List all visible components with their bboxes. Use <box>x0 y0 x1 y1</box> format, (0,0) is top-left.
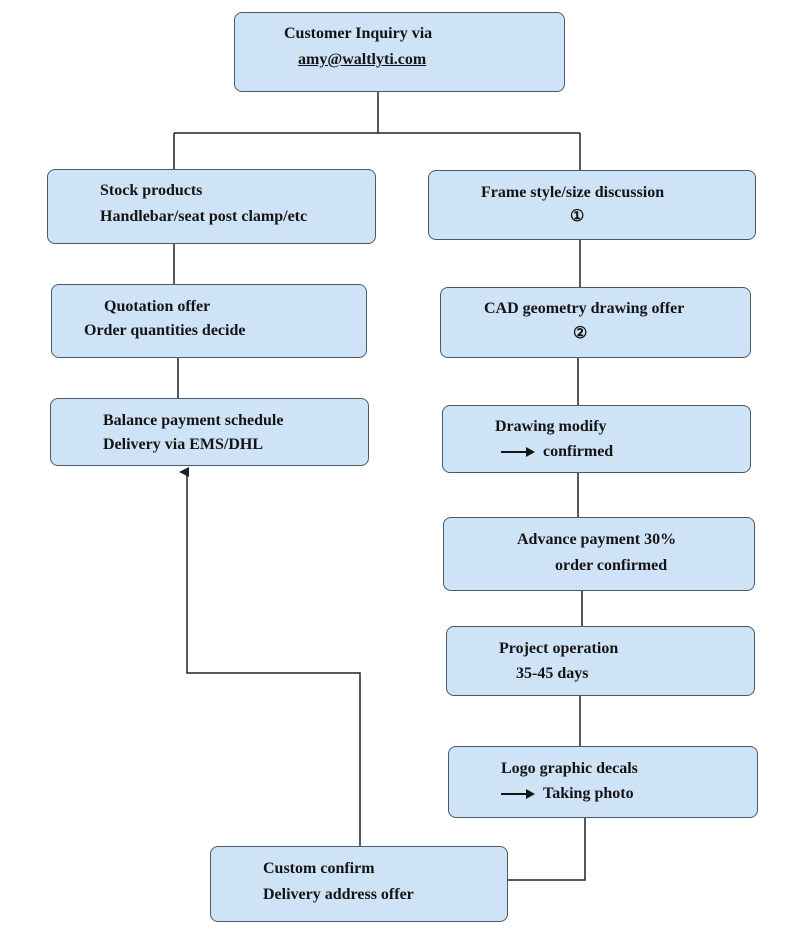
node-balance-payment-line1: Balance payment schedule <box>103 412 284 429</box>
node-frame-style-marker: ① <box>570 208 585 225</box>
node-project-operation: Project operation 35-45 days <box>446 626 755 696</box>
node-advance-payment-line2: order confirmed <box>555 557 668 574</box>
node-cad-drawing-marker: ② <box>573 325 588 342</box>
node-custom-confirm-line1: Custom confirm <box>263 860 375 877</box>
node-logo-graphic-line2: Taking photo <box>543 785 634 802</box>
node-customer-inquiry-line1: Customer Inquiry via <box>284 25 433 42</box>
node-cad-drawing-line1: CAD geometry drawing offer <box>484 300 685 317</box>
arrow-right-icon <box>501 789 535 800</box>
node-quotation-offer-line1: Quotation offer <box>104 298 211 315</box>
arrow-right-icon <box>501 447 535 458</box>
node-stock-products: Stock products Handlebar/seat post clamp… <box>47 169 376 244</box>
node-advance-payment-line1: Advance payment 30% <box>517 531 677 548</box>
node-logo-graphic-line1: Logo graphic decals <box>501 760 638 777</box>
node-logo-graphic: Logo graphic decals Taking photo <box>448 746 758 818</box>
connector-logo-custom <box>508 818 586 881</box>
node-customer-inquiry: Customer Inquiry via amy@waltlyti.com <box>234 12 565 92</box>
node-advance-payment: Advance payment 30% order confirmed <box>443 517 755 591</box>
node-quotation-offer-line2: Order quantities decide <box>84 322 246 339</box>
inquiry-email-link[interactable]: amy@waltlyti.com <box>298 51 427 68</box>
node-cad-drawing: CAD geometry drawing offer ② <box>440 287 751 358</box>
node-project-operation-line1: Project operation <box>499 640 619 657</box>
node-frame-style-line1: Frame style/size discussion <box>481 184 665 201</box>
node-project-operation-line2: 35-45 days <box>516 665 589 682</box>
connector-custom-balance-arrow <box>179 467 361 846</box>
node-frame-style: Frame style/size discussion ① <box>428 170 756 240</box>
node-drawing-modify: Drawing modify confirmed <box>442 405 751 473</box>
node-drawing-modify-line1: Drawing modify <box>495 418 607 435</box>
node-balance-payment-line2: Delivery via EMS/DHL <box>103 436 263 453</box>
node-balance-payment: Balance payment schedule Delivery via EM… <box>50 398 369 466</box>
node-quotation-offer: Quotation offer Order quantities decide <box>51 284 367 358</box>
node-stock-products-line1: Stock products <box>100 182 203 199</box>
node-custom-confirm: Custom confirm Delivery address offer <box>210 846 508 922</box>
node-stock-products-line2: Handlebar/seat post clamp/etc <box>100 208 308 225</box>
node-drawing-modify-line2: confirmed <box>543 443 614 460</box>
node-custom-confirm-line2: Delivery address offer <box>263 886 414 903</box>
